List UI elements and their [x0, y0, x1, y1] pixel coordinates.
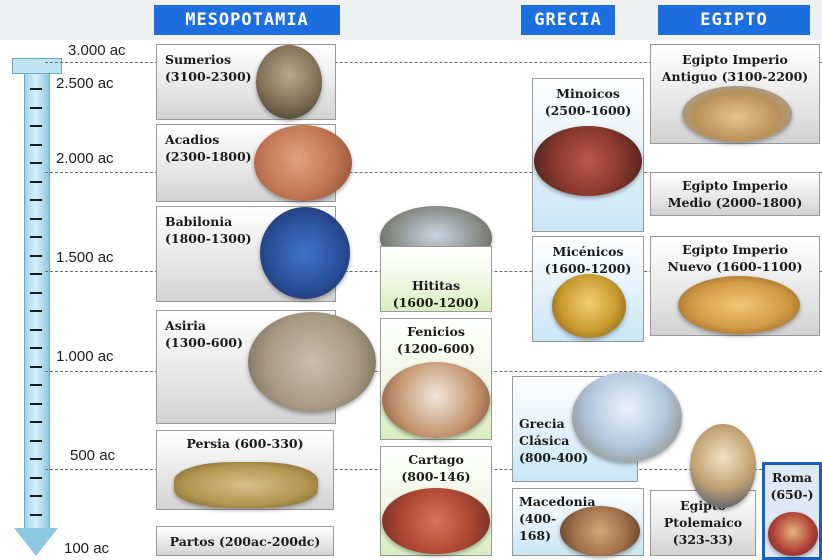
- timeline-tick: [30, 292, 42, 294]
- hititas-name: Hititas: [412, 278, 460, 293]
- partos-name: Partos (200ac-200dc): [169, 534, 321, 549]
- roman-helmet-image: [768, 512, 818, 556]
- timeline-tick: [30, 514, 42, 516]
- timeline-tick: [30, 199, 42, 201]
- egipto-nuevo-line2: Nuevo (1600-1100): [667, 259, 803, 274]
- persepolis-image: [174, 462, 318, 508]
- timeline-tick: [30, 255, 42, 257]
- cartago-dates: (800-146): [401, 469, 471, 484]
- macedonia-line2: (400-: [519, 511, 557, 526]
- hititas-dates: (1600-1200): [392, 295, 480, 310]
- header-egipto: EGIPTO: [658, 5, 810, 35]
- persia-name: Persia (600-330): [186, 436, 304, 451]
- alexander-mosaic-image: [560, 506, 640, 556]
- parthenon-image: [572, 372, 682, 462]
- timeline-tick: [30, 384, 42, 386]
- knossos-palace-image: [534, 126, 642, 196]
- sumerios-name: Sumerios: [165, 52, 232, 67]
- timeline-cap: [12, 58, 62, 74]
- micenicos-dates: (1600-1200): [544, 261, 632, 276]
- minoicos-name: Minoicos: [556, 86, 620, 101]
- axis-label-100: 100 ac: [64, 540, 110, 557]
- agamemnon-mask-image: [552, 274, 626, 338]
- lighthouse-alexandria-image: [690, 424, 756, 508]
- minoicos-dates: (2500-1600): [544, 103, 632, 118]
- grecia-clasica-dates: (800-400): [519, 450, 589, 465]
- ishtar-gate-image: [260, 207, 350, 299]
- timeline-tick: [30, 273, 42, 275]
- timeline-tick: [30, 236, 42, 238]
- axis-label-3000: 3.000 ac: [68, 42, 126, 59]
- timeline-tick: [30, 218, 42, 220]
- axis-label-1500: 1.500 ac: [56, 249, 114, 266]
- timeline-tick: [30, 458, 42, 460]
- timeline-tick: [30, 181, 42, 183]
- pyramids-image: [682, 86, 792, 142]
- asiria-dates: (1300-600): [165, 335, 243, 350]
- macedonia-line3: 168): [519, 528, 552, 543]
- gridline-2000: [45, 172, 822, 173]
- egipto-antiguo-line1: Egipto Imperio: [682, 52, 788, 67]
- axis-label-500: 500 ac: [70, 447, 116, 464]
- asiria-name: Asiria: [165, 318, 206, 333]
- timeline-tick: [30, 421, 42, 423]
- header-grecia: GRECIA: [521, 5, 615, 35]
- box-egipto-medio: Egipto Imperio Medio (2000-1800): [650, 172, 820, 216]
- timeline-tick: [30, 88, 42, 90]
- micenicos-name: Micénicos: [552, 244, 624, 259]
- egipto-ptolemaico-dates: (323-33): [672, 532, 734, 547]
- phoenician-ship-image: [382, 362, 490, 438]
- acadios-dates: (2300-1800): [165, 149, 252, 164]
- timeline-tick: [30, 495, 42, 497]
- timeline-tick: [30, 107, 42, 109]
- grecia-clasica-line1: Grecia: [519, 416, 565, 431]
- carthage-harbor-image: [382, 488, 490, 554]
- timeline-tick: [30, 329, 42, 331]
- box-partos: Partos (200ac-200dc): [156, 526, 334, 556]
- timeline-tick: [30, 440, 42, 442]
- egipto-ptolemaico-line2: Ptolemaico: [663, 515, 743, 530]
- box-hititas: Hititas (1600-1200): [380, 246, 492, 312]
- assyrian-relief-image: [248, 312, 376, 412]
- timeline-axis: [24, 60, 50, 528]
- timeline-tick: [30, 366, 42, 368]
- roma-dates: (650-): [770, 487, 814, 502]
- babilonia-dates: (1800-1300): [165, 231, 252, 246]
- sumerian-statue-image: [256, 45, 322, 119]
- akkadian-relief-image: [254, 125, 352, 201]
- egipto-antiguo-line2: Antiguo (3100-2200): [661, 69, 809, 84]
- timeline-tick: [30, 125, 42, 127]
- axis-label-2500: 2.500 ac: [56, 75, 114, 92]
- fenicios-dates: (1200-600): [397, 341, 475, 356]
- macedonia-name: Macedonia: [519, 494, 596, 509]
- timeline-tick: [30, 347, 42, 349]
- roma-name: Roma: [771, 470, 813, 485]
- timeline-arrow-icon: [14, 528, 58, 556]
- acadios-name: Acadios: [165, 132, 220, 147]
- egipto-medio-line1: Egipto Imperio: [682, 178, 788, 193]
- babilonia-name: Babilonia: [165, 214, 233, 229]
- sumerios-dates: (3100-2300): [165, 69, 252, 84]
- abu-simbel-image: [678, 276, 800, 334]
- gridline-3000: [45, 62, 822, 63]
- timeline-tick: [30, 144, 42, 146]
- egipto-nuevo-line1: Egipto Imperio: [682, 242, 788, 257]
- grecia-clasica-line2: Clásica: [519, 433, 570, 448]
- axis-label-1000: 1.000 ac: [56, 348, 114, 365]
- axis-label-2000: 2.000 ac: [56, 150, 114, 167]
- timeline-tick: [30, 162, 42, 164]
- timeline-tick: [30, 477, 42, 479]
- egipto-medio-line2: Medio (2000-1800): [667, 195, 803, 210]
- cartago-name: Cartago: [408, 452, 464, 467]
- fenicios-name: Fenicios: [407, 324, 465, 339]
- header-mesopotamia: MESOPOTAMIA: [154, 5, 340, 35]
- timeline-tick: [30, 310, 42, 312]
- timeline-tick: [30, 403, 42, 405]
